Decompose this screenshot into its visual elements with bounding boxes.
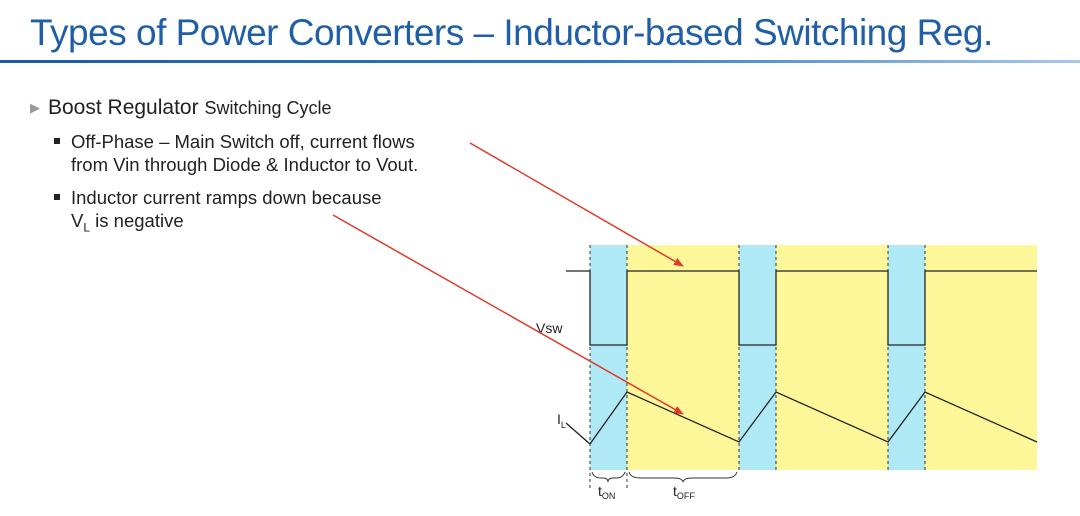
annotation-arrow-ramp-down bbox=[332, 214, 684, 415]
square-bullet-icon bbox=[54, 194, 60, 200]
ton-label: tON bbox=[598, 483, 615, 501]
bullet-line-2: VL is negative bbox=[71, 210, 184, 235]
on-phase-band bbox=[888, 245, 925, 470]
inductor-current-waveform bbox=[565, 391, 1038, 445]
off-phase-band bbox=[776, 245, 888, 470]
heading-bullet: ▶ Boost Regulator Switching Cycle bbox=[30, 96, 331, 120]
heading-sub: Switching Cycle bbox=[204, 98, 332, 118]
off-phase-band bbox=[925, 245, 1037, 470]
heading-main: Boost Regulator bbox=[48, 96, 199, 119]
bullet-text: Off-Phase – Main Switch off, current flo… bbox=[71, 130, 418, 176]
bullet-text: Inductor current ramps down because VL i… bbox=[71, 186, 382, 240]
triangle-bullet-icon: ▶ bbox=[30, 100, 40, 115]
annotation-arrow-off-phase bbox=[469, 142, 684, 267]
vsw-label: Vsw bbox=[536, 320, 563, 336]
title-underline bbox=[0, 60, 1080, 63]
toff-marker bbox=[628, 471, 738, 483]
phase-bands bbox=[590, 245, 1037, 470]
bullet-line-1: Inductor current ramps down because bbox=[71, 187, 382, 208]
ton-marker bbox=[591, 471, 626, 483]
square-bullet-icon bbox=[54, 138, 60, 144]
vsw-waveform bbox=[566, 270, 1037, 346]
off-phase-band bbox=[627, 245, 739, 470]
on-phase-band bbox=[739, 245, 776, 470]
il-label: IL bbox=[557, 411, 566, 430]
bullet-line-1: Off-Phase – Main Switch off, current flo… bbox=[71, 131, 415, 152]
slide-title: Types of Power Converters – Inductor-bas… bbox=[30, 12, 993, 53]
on-phase-band bbox=[590, 245, 627, 470]
bullet-line-2: from Vin through Diode & Inductor to Vou… bbox=[71, 154, 419, 175]
toff-label: tOFF bbox=[673, 483, 695, 501]
